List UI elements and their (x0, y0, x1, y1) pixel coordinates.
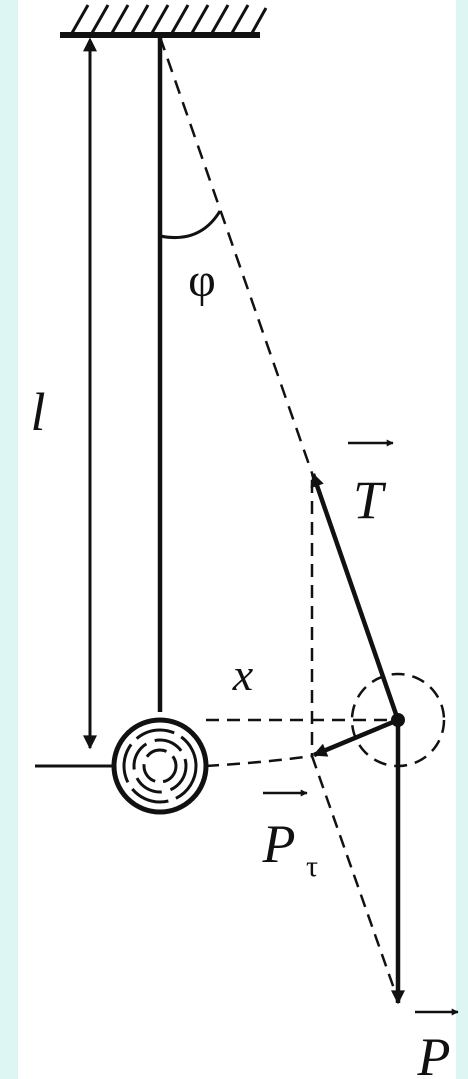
angle-label: φ (188, 254, 216, 307)
tension-vector (310, 472, 401, 721)
tension-label: T (348, 439, 394, 530)
tangential-force-letter: P (262, 814, 296, 874)
force-parallelogram-line (310, 755, 400, 1001)
deflected-bob-center (391, 713, 405, 727)
displacement-label: x (232, 649, 254, 700)
bob-at-rest (111, 717, 209, 815)
left-background-band (0, 0, 18, 1079)
bob-path (205, 754, 313, 768)
tangential-force-vector (312, 717, 399, 758)
angle-arc (159, 210, 222, 240)
tension-label-text: T (353, 470, 387, 530)
tangential-force-label: P τ (262, 789, 318, 883)
tangential-force-subscript: τ (306, 850, 318, 883)
weight-label-text: P (417, 1027, 451, 1079)
weight-label: P (415, 1008, 459, 1079)
length-label: l (30, 382, 45, 442)
ceiling-support (60, 4, 268, 38)
right-background-band (456, 0, 468, 1079)
